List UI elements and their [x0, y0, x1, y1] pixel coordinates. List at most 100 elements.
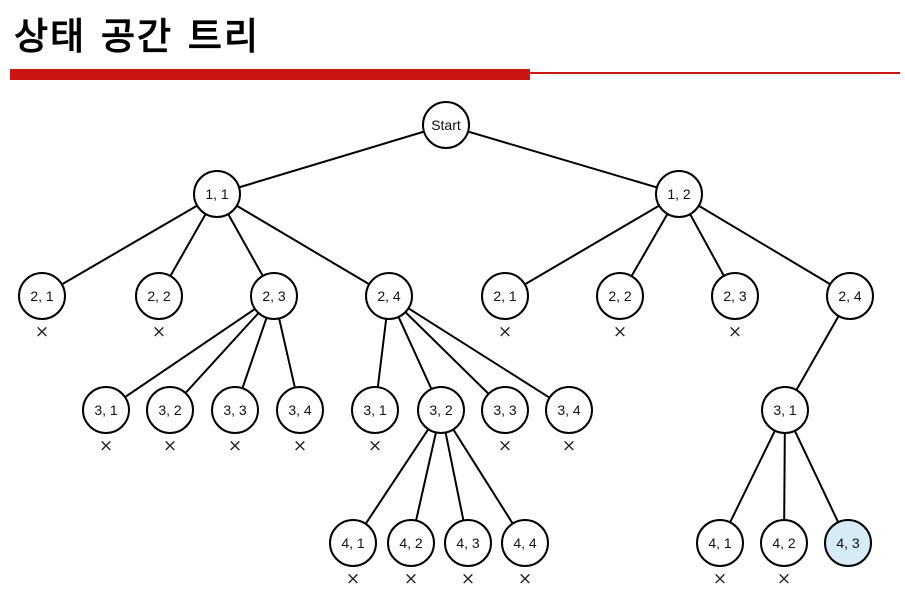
node-label: 3, 3: [223, 402, 247, 418]
pruned-x-icon: ×: [562, 436, 576, 456]
node-label: 2, 2: [608, 288, 632, 304]
node-circle: [18, 272, 66, 320]
tree-edge: [236, 204, 370, 286]
tree-edge: [364, 428, 430, 525]
pruned-x-icon: ×: [163, 436, 177, 456]
node-label: 4, 2: [772, 535, 796, 551]
tree-node: Start: [422, 101, 470, 149]
node-label: 2, 3: [262, 288, 286, 304]
tree-edge: [238, 130, 425, 189]
tree-edge: [397, 316, 433, 390]
node-label: 3, 1: [363, 402, 387, 418]
tree-node: 4, 2: [760, 519, 808, 567]
node-circle: [824, 519, 872, 567]
node-circle: [711, 272, 759, 320]
tree-node: 3, 1: [351, 386, 399, 434]
node-circle: [365, 272, 413, 320]
node-label: 1, 1: [205, 186, 229, 202]
tree-edge: [444, 432, 465, 521]
pruned-x-icon: ×: [404, 569, 418, 589]
tree-edge: [241, 317, 268, 389]
node-label: 3, 3: [493, 402, 517, 418]
tree-node: 3, 3: [211, 386, 259, 434]
tree-node: 4, 1: [329, 519, 377, 567]
node-label: 2, 2: [147, 288, 171, 304]
tree-edges: [61, 130, 840, 525]
node-circle: [193, 170, 241, 218]
page-title: 상태 공간 트리: [14, 15, 261, 58]
node-label: 3, 1: [773, 402, 797, 418]
tree-nodes: Start 1, 1 1, 2 2, 1 2, 2 2, 3 2, 4 2, 1 2, 2 2, …: [18, 101, 874, 567]
node-circle: [761, 386, 809, 434]
tree-node: 2, 3: [711, 272, 759, 320]
node-label: 3, 2: [158, 402, 182, 418]
title-underline-thick: [10, 69, 530, 80]
node-circle: [422, 101, 470, 149]
pruned-x-icon: ×: [99, 436, 113, 456]
title-underline-thin: [530, 72, 900, 74]
pruned-x-icon: ×: [777, 569, 791, 589]
node-circle: [696, 519, 744, 567]
tree-edge: [689, 213, 725, 277]
node-circle: [351, 386, 399, 434]
tree-node: 4, 2: [387, 519, 435, 567]
tree-edge: [169, 213, 207, 277]
tree-node: 3, 3: [481, 386, 529, 434]
tree-edge: [415, 432, 437, 521]
tree-node: 2, 2: [135, 272, 183, 320]
tree-edge: [783, 432, 786, 521]
pruned-x-icon: ×: [498, 322, 512, 342]
pruned-marks: ××××××××××××××××××: [35, 322, 791, 589]
node-label: 4, 2: [399, 535, 423, 551]
tree-edge: [729, 430, 776, 523]
tree-node: 2, 4: [365, 272, 413, 320]
tree-node: 1, 2: [655, 170, 703, 218]
node-label: 2, 4: [377, 288, 401, 304]
tree-node: 2, 1: [481, 272, 529, 320]
pruned-x-icon: ×: [728, 322, 742, 342]
node-label: 1, 2: [667, 186, 691, 202]
node-label: 2, 1: [30, 288, 54, 304]
node-label: 4, 1: [341, 535, 365, 551]
pruned-x-icon: ×: [35, 322, 49, 342]
pruned-x-icon: ×: [713, 569, 727, 589]
tree-edge: [404, 311, 490, 395]
node-circle: [82, 386, 130, 434]
node-label: 3, 2: [429, 402, 453, 418]
node-label: 3, 4: [288, 402, 312, 418]
node-label: 4, 3: [456, 535, 480, 551]
node-label: 3, 1: [94, 402, 118, 418]
pruned-x-icon: ×: [152, 322, 166, 342]
node-circle: [545, 386, 593, 434]
tree-edge: [407, 307, 551, 399]
pruned-x-icon: ×: [518, 569, 532, 589]
tree-edge: [61, 204, 198, 286]
node-label: 2, 4: [838, 288, 862, 304]
tree-node: 3, 2: [417, 386, 465, 434]
node-circle: [135, 272, 183, 320]
node-circle: [250, 272, 298, 320]
node-label: 2, 1: [493, 288, 517, 304]
tree-edge: [795, 315, 840, 391]
tree-node: 3, 2: [146, 386, 194, 434]
node-label: 4, 1: [708, 535, 732, 551]
tree-node: 2, 2: [596, 272, 644, 320]
node-circle: [444, 519, 492, 567]
node-circle: [211, 386, 259, 434]
pruned-x-icon: ×: [228, 436, 242, 456]
pruned-x-icon: ×: [293, 436, 307, 456]
tree-node: 1, 1: [193, 170, 241, 218]
pruned-x-icon: ×: [498, 436, 512, 456]
pruned-x-icon: ×: [368, 436, 382, 456]
tree-edge: [793, 430, 840, 523]
pruned-x-icon: ×: [461, 569, 475, 589]
node-circle: [417, 386, 465, 434]
tree-node: 2, 4: [826, 272, 874, 320]
node-circle: [276, 386, 324, 434]
tree-edge: [467, 130, 658, 189]
pruned-x-icon: ×: [613, 322, 627, 342]
node-circle: [655, 170, 703, 218]
node-label: 3, 4: [557, 402, 581, 418]
node-circle: [826, 272, 874, 320]
